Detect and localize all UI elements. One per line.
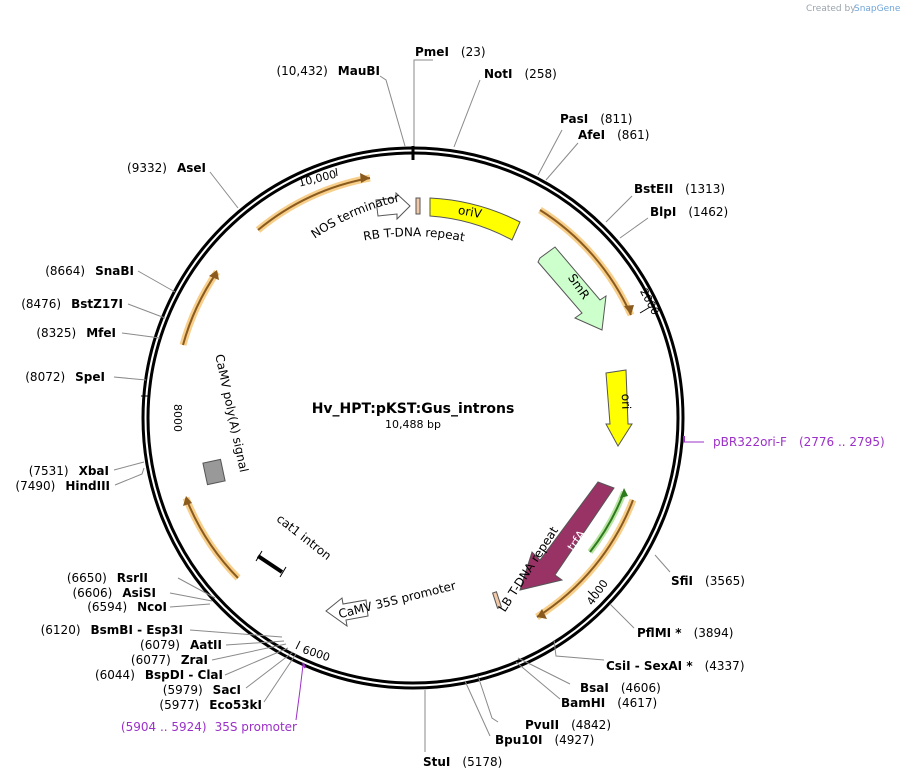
feature-CaMV-polyA-signal[interactable]: CaMV poly(A) signal <box>202 353 251 486</box>
RB-T-DNA-repeat-label: RB T-DNA repeat <box>362 225 466 244</box>
enzyme-NcoI[interactable]: (6594)NcoI <box>87 600 167 614</box>
enzyme-AsiSI[interactable]: (6606)AsiSI <box>72 586 156 600</box>
feature-ori[interactable]: ori <box>605 369 634 447</box>
enzyme-Bpu10I[interactable]: Bpu10I(4927) <box>495 733 594 747</box>
enzyme-PvuII[interactable]: PvuII(4842) <box>525 718 611 732</box>
feature-SmR[interactable]: SmR <box>537 246 607 331</box>
enzyme-BsaI[interactable]: BsaI(4606) <box>580 681 661 695</box>
enzyme-SfiI[interactable]: SfiI(3565) <box>671 574 745 588</box>
orf-arc-left <box>179 270 220 346</box>
enzyme-SnaBI[interactable]: (8664)SnaBI <box>45 264 134 278</box>
enzyme-HindIII[interactable]: (7490)HindIII <box>15 479 110 493</box>
feature-CaMV-35S-promoter[interactable]: CaMV 35S promoter <box>325 578 457 628</box>
feature-cat1-intron[interactable]: cat1 intron <box>255 512 334 578</box>
plasmid-length: 10,488 bp <box>385 418 441 431</box>
orf-arcs <box>179 173 637 620</box>
enzyme-MauBI[interactable]: (10,432)MauBI <box>276 64 380 78</box>
enzyme-BstEII[interactable]: BstEII(1313) <box>634 182 725 196</box>
enzyme-SacI[interactable]: (5979)SacI <box>163 683 241 697</box>
enzyme-BstZ17I[interactable]: (8476)BstZ17I <box>21 297 123 311</box>
orf-arc-top-line <box>257 177 371 231</box>
enzyme-SpeI[interactable]: (8072)SpeI <box>25 370 105 384</box>
CaMV-polyA-signal-label: CaMV poly(A) signal <box>212 353 251 474</box>
primer-35S-promoter[interactable]: (5904 .. 5924)35S promoter <box>121 720 297 734</box>
enzyme-AatII[interactable]: (6079)AatII <box>140 638 222 652</box>
feature-oriV[interactable]: oriV <box>429 197 521 241</box>
credit-text: Created by <box>806 4 856 14</box>
enzyme-StuI[interactable]: StuI(5178) <box>423 755 502 769</box>
enzyme-ZraI[interactable]: (6077)ZraI <box>131 653 208 667</box>
leader-lines <box>113 59 704 752</box>
ori-label: ori <box>619 393 634 409</box>
CaMV-35S-promoter-label: CaMV 35S promoter <box>337 578 457 621</box>
LB-T-DNA-repeat-marker[interactable] <box>491 591 503 609</box>
oriV-label: oriV <box>457 203 484 221</box>
enzyme-BspDI-ClaI[interactable]: (6044)BspDI - ClaI <box>95 668 223 682</box>
RB-T-DNA-repeat-marker[interactable] <box>415 197 421 215</box>
enzyme-PasI[interactable]: PasI(811) <box>560 112 632 126</box>
enzyme-AfeI[interactable]: AfeI(861) <box>578 128 649 142</box>
enzyme-NotI[interactable]: NotI(258) <box>484 67 557 81</box>
snapgene-logo: SnapGene <box>854 4 901 14</box>
orf-arc-bottom-right-line <box>536 499 634 618</box>
enzyme-RsrII[interactable]: (6650)RsrII <box>67 571 148 585</box>
enzyme-BsmBI-Esp3I[interactable]: (6120)BsmBI - Esp3I <box>41 623 183 637</box>
primer-pBR322ori-F[interactable]: pBR322ori-F(2776 .. 2795) <box>713 435 885 449</box>
orf-arc-right-line <box>539 209 632 316</box>
cat1-intron-label: cat1 intron <box>274 512 334 563</box>
plasmid-name: Hv_HPT:pKST:Gus_introns <box>312 401 515 417</box>
enzyme-Eco53kI[interactable]: (5977)Eco53kI <box>159 698 262 712</box>
enzyme-MfeI[interactable]: (8325)MfeI <box>36 326 116 340</box>
enzyme-PflMI[interactable]: PflMI *(3894) <box>637 626 733 640</box>
enzyme-XbaI[interactable]: (7531)XbaI <box>29 464 109 478</box>
enzyme-AseI[interactable]: (9332)AseI <box>127 161 206 175</box>
tick-8000: 8000 <box>171 404 184 432</box>
enzyme-BamHI[interactable]: BamHI(4617) <box>561 696 657 710</box>
enzyme-BlpI[interactable]: BlpI(1462) <box>650 205 728 219</box>
tick-4000: 4000 <box>584 577 611 607</box>
enzyme-labels: PmeI(23) NotI(258) (10,432)MauBI PasI(81… <box>15 45 745 769</box>
enzyme-PmeI[interactable]: PmeI(23) <box>415 45 486 59</box>
enzyme-CsiI-SexAI[interactable]: CsiI - SexAI *(4337) <box>606 659 745 673</box>
